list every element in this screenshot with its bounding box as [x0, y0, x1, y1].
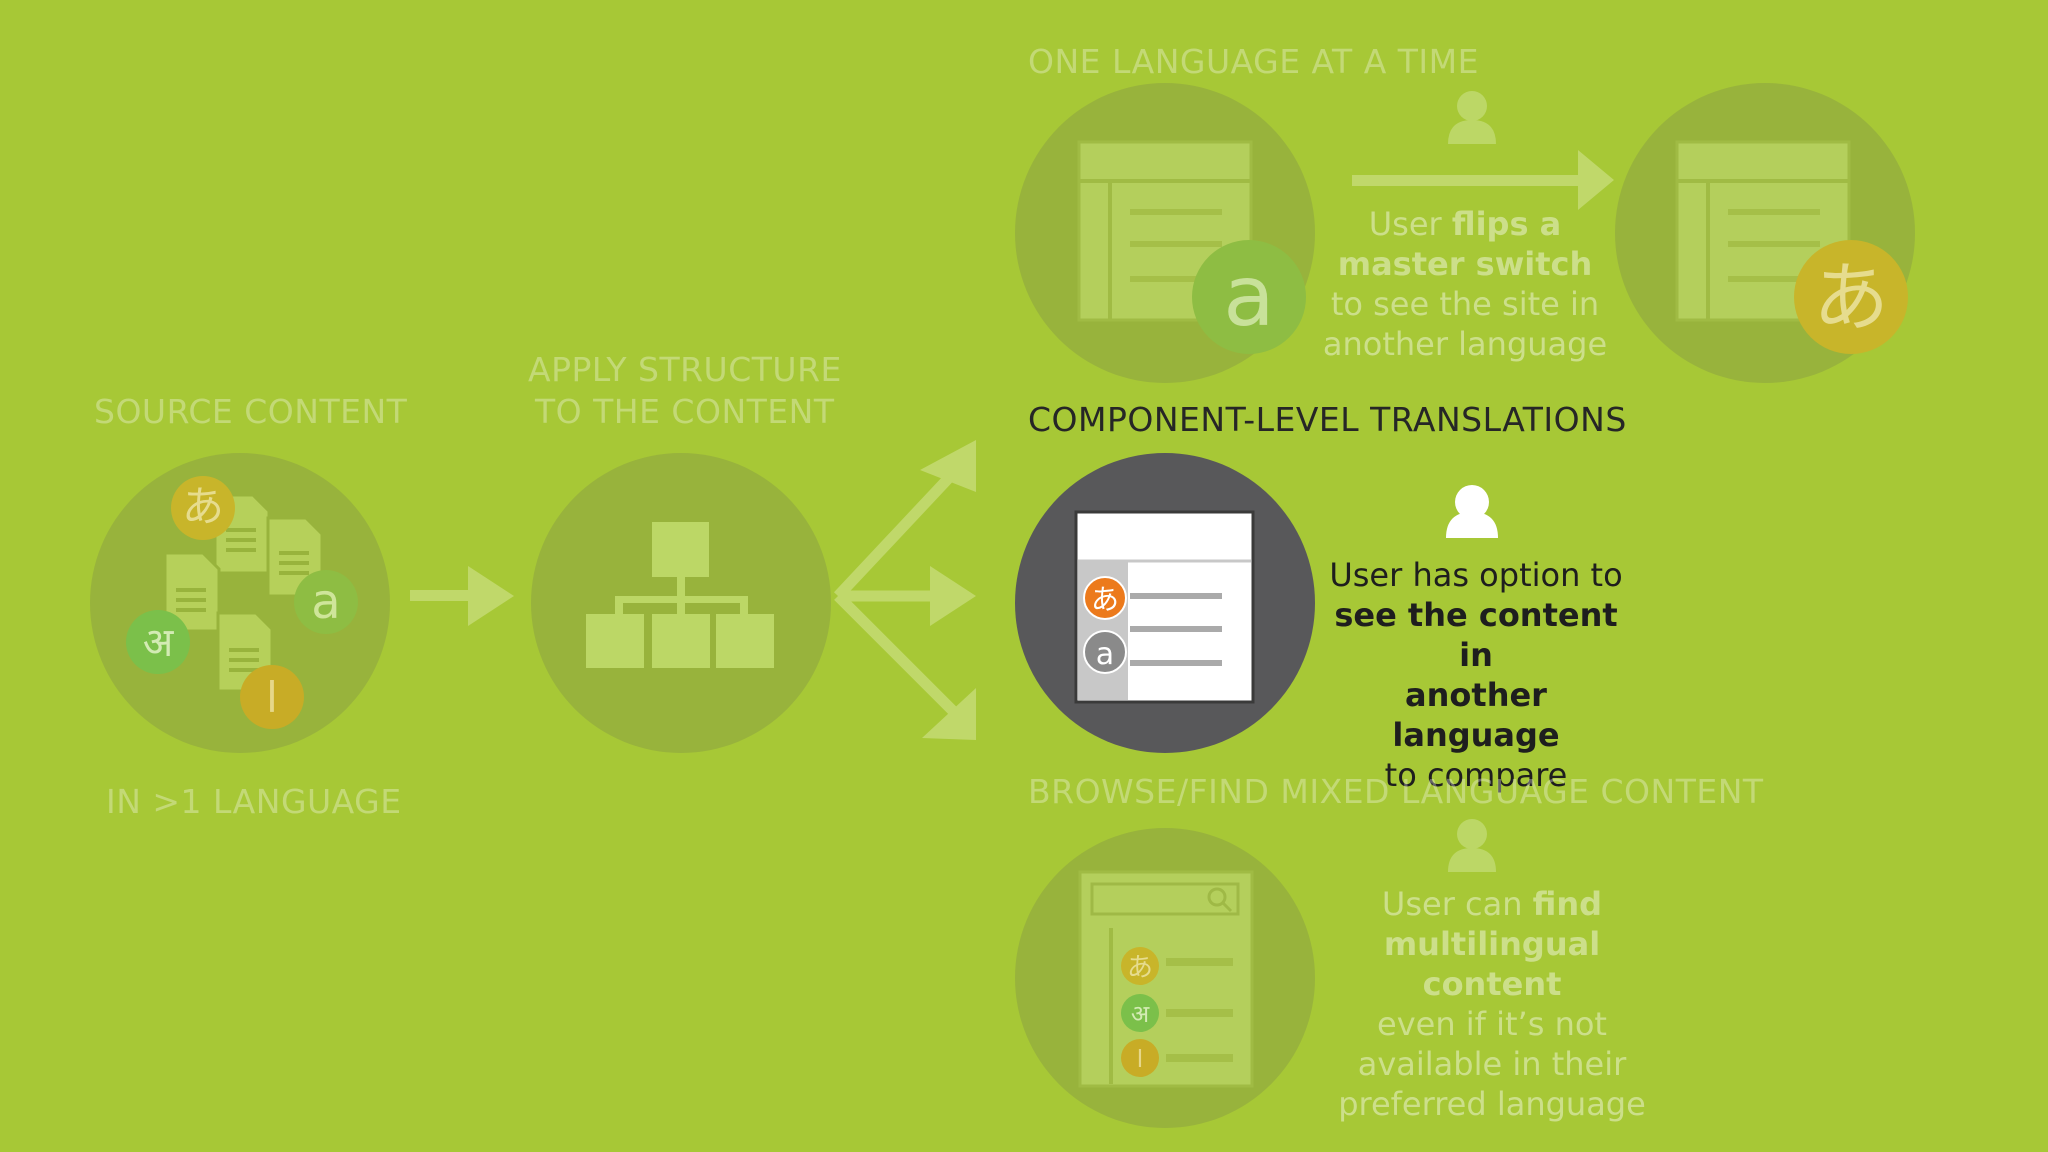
arrow-up-line: [833, 462, 965, 600]
hindi-glyph: अ: [143, 620, 175, 666]
document-lines: [176, 528, 309, 672]
browse-find-node: あ अ ا: [1015, 819, 1496, 1128]
browse-find-desc-5: preferred language: [1338, 1085, 1646, 1123]
browse-arabic-badge: [1121, 1039, 1159, 1077]
search-icon: [1207, 887, 1227, 907]
latin-badge: [294, 570, 358, 634]
arabic-glyph: ا: [266, 673, 278, 722]
gray-badge-glyph: a: [1096, 637, 1114, 672]
browse-find-description: User can find multilingual content even …: [1322, 884, 1662, 1124]
browse-find-desc-3: even if it’s not: [1377, 1005, 1607, 1043]
browse-find-desc-4: available in their: [1357, 1045, 1627, 1083]
orange-badge: [1083, 576, 1127, 620]
browse-hindi-glyph: अ: [1131, 1000, 1150, 1028]
source-content-title: SOURCE CONTENT: [94, 392, 408, 431]
one-language-desc-3: to see the site in: [1330, 285, 1600, 323]
user-icon-bottom: [1448, 819, 1496, 872]
arrow-down-line: [834, 592, 964, 722]
one-language-node: a あ: [1015, 83, 1915, 383]
browse-japanese-badge: [1121, 947, 1159, 985]
component-level-title: COMPONENT-LEVEL TRANSLATIONS: [1028, 400, 1627, 439]
arabic-badge: [240, 665, 304, 729]
browse-find-desc-2: multilingual content: [1383, 925, 1601, 1003]
component-level-desc-2: see the content in: [1334, 596, 1618, 674]
component-level-desc-1: User has option to: [1329, 556, 1623, 594]
japanese-badge-large: [1794, 240, 1908, 354]
source-content-subtitle: IN >1 LANGUAGE: [106, 782, 402, 821]
browse-japanese-glyph: あ: [1127, 953, 1153, 983]
arrow-up-head: [920, 440, 976, 492]
one-language-desc-1a: User: [1368, 205, 1452, 243]
one-language-desc-1b: flips a: [1451, 205, 1562, 243]
hindi-badge: [126, 610, 190, 674]
japanese-glyph: あ: [182, 482, 224, 531]
arrow-switch-head: [1578, 150, 1614, 210]
latin-badge-large: [1192, 240, 1306, 354]
browse-find-title: BROWSE/FIND MIXED LANGUAGE CONTENT: [1028, 772, 1764, 811]
user-icon-top: [1448, 91, 1496, 144]
component-level-desc-3: another language: [1392, 676, 1560, 754]
browse-arabic-glyph: ا: [1137, 1045, 1144, 1073]
japanese-badge: [171, 476, 235, 540]
component-level-desc-4: to compare: [1384, 756, 1568, 794]
arrow-middle-head: [930, 566, 976, 626]
fan-arrows: [833, 440, 976, 740]
one-language-title: ONE LANGUAGE AT A TIME: [1028, 42, 1479, 81]
source-content-node: あ a अ ا: [90, 453, 390, 753]
arrow-down-head: [922, 688, 976, 740]
structure-title-line1: APPLY STRUCTURE: [528, 350, 842, 389]
arrow-source-to-structure: [410, 566, 514, 626]
arrow-switch-line: [1352, 175, 1592, 186]
user-icon-active: [1446, 485, 1498, 538]
one-language-desc-4: another language: [1322, 325, 1608, 363]
orange-badge-glyph: あ: [1091, 583, 1119, 616]
one-language-description: User flips a master switch to see the si…: [1315, 204, 1615, 364]
structure-title-line2: TO THE CONTENT: [535, 392, 835, 431]
browse-hindi-badge: [1121, 994, 1159, 1032]
latin-glyph: a: [311, 574, 340, 630]
browse-find-desc-1a: User can: [1381, 885, 1533, 923]
japanese-glyph-large: あ: [1813, 253, 1889, 342]
structure-node: [531, 453, 831, 753]
component-level-description: User has option to see the content in an…: [1316, 555, 1636, 795]
latin-glyph-large: a: [1223, 247, 1274, 345]
hierarchy-icon: [586, 522, 774, 668]
browse-find-desc-1b: find: [1532, 885, 1603, 923]
component-level-node: あ a: [1015, 453, 1498, 753]
gray-badge: [1083, 630, 1127, 674]
one-language-desc-2: master switch: [1337, 245, 1593, 283]
